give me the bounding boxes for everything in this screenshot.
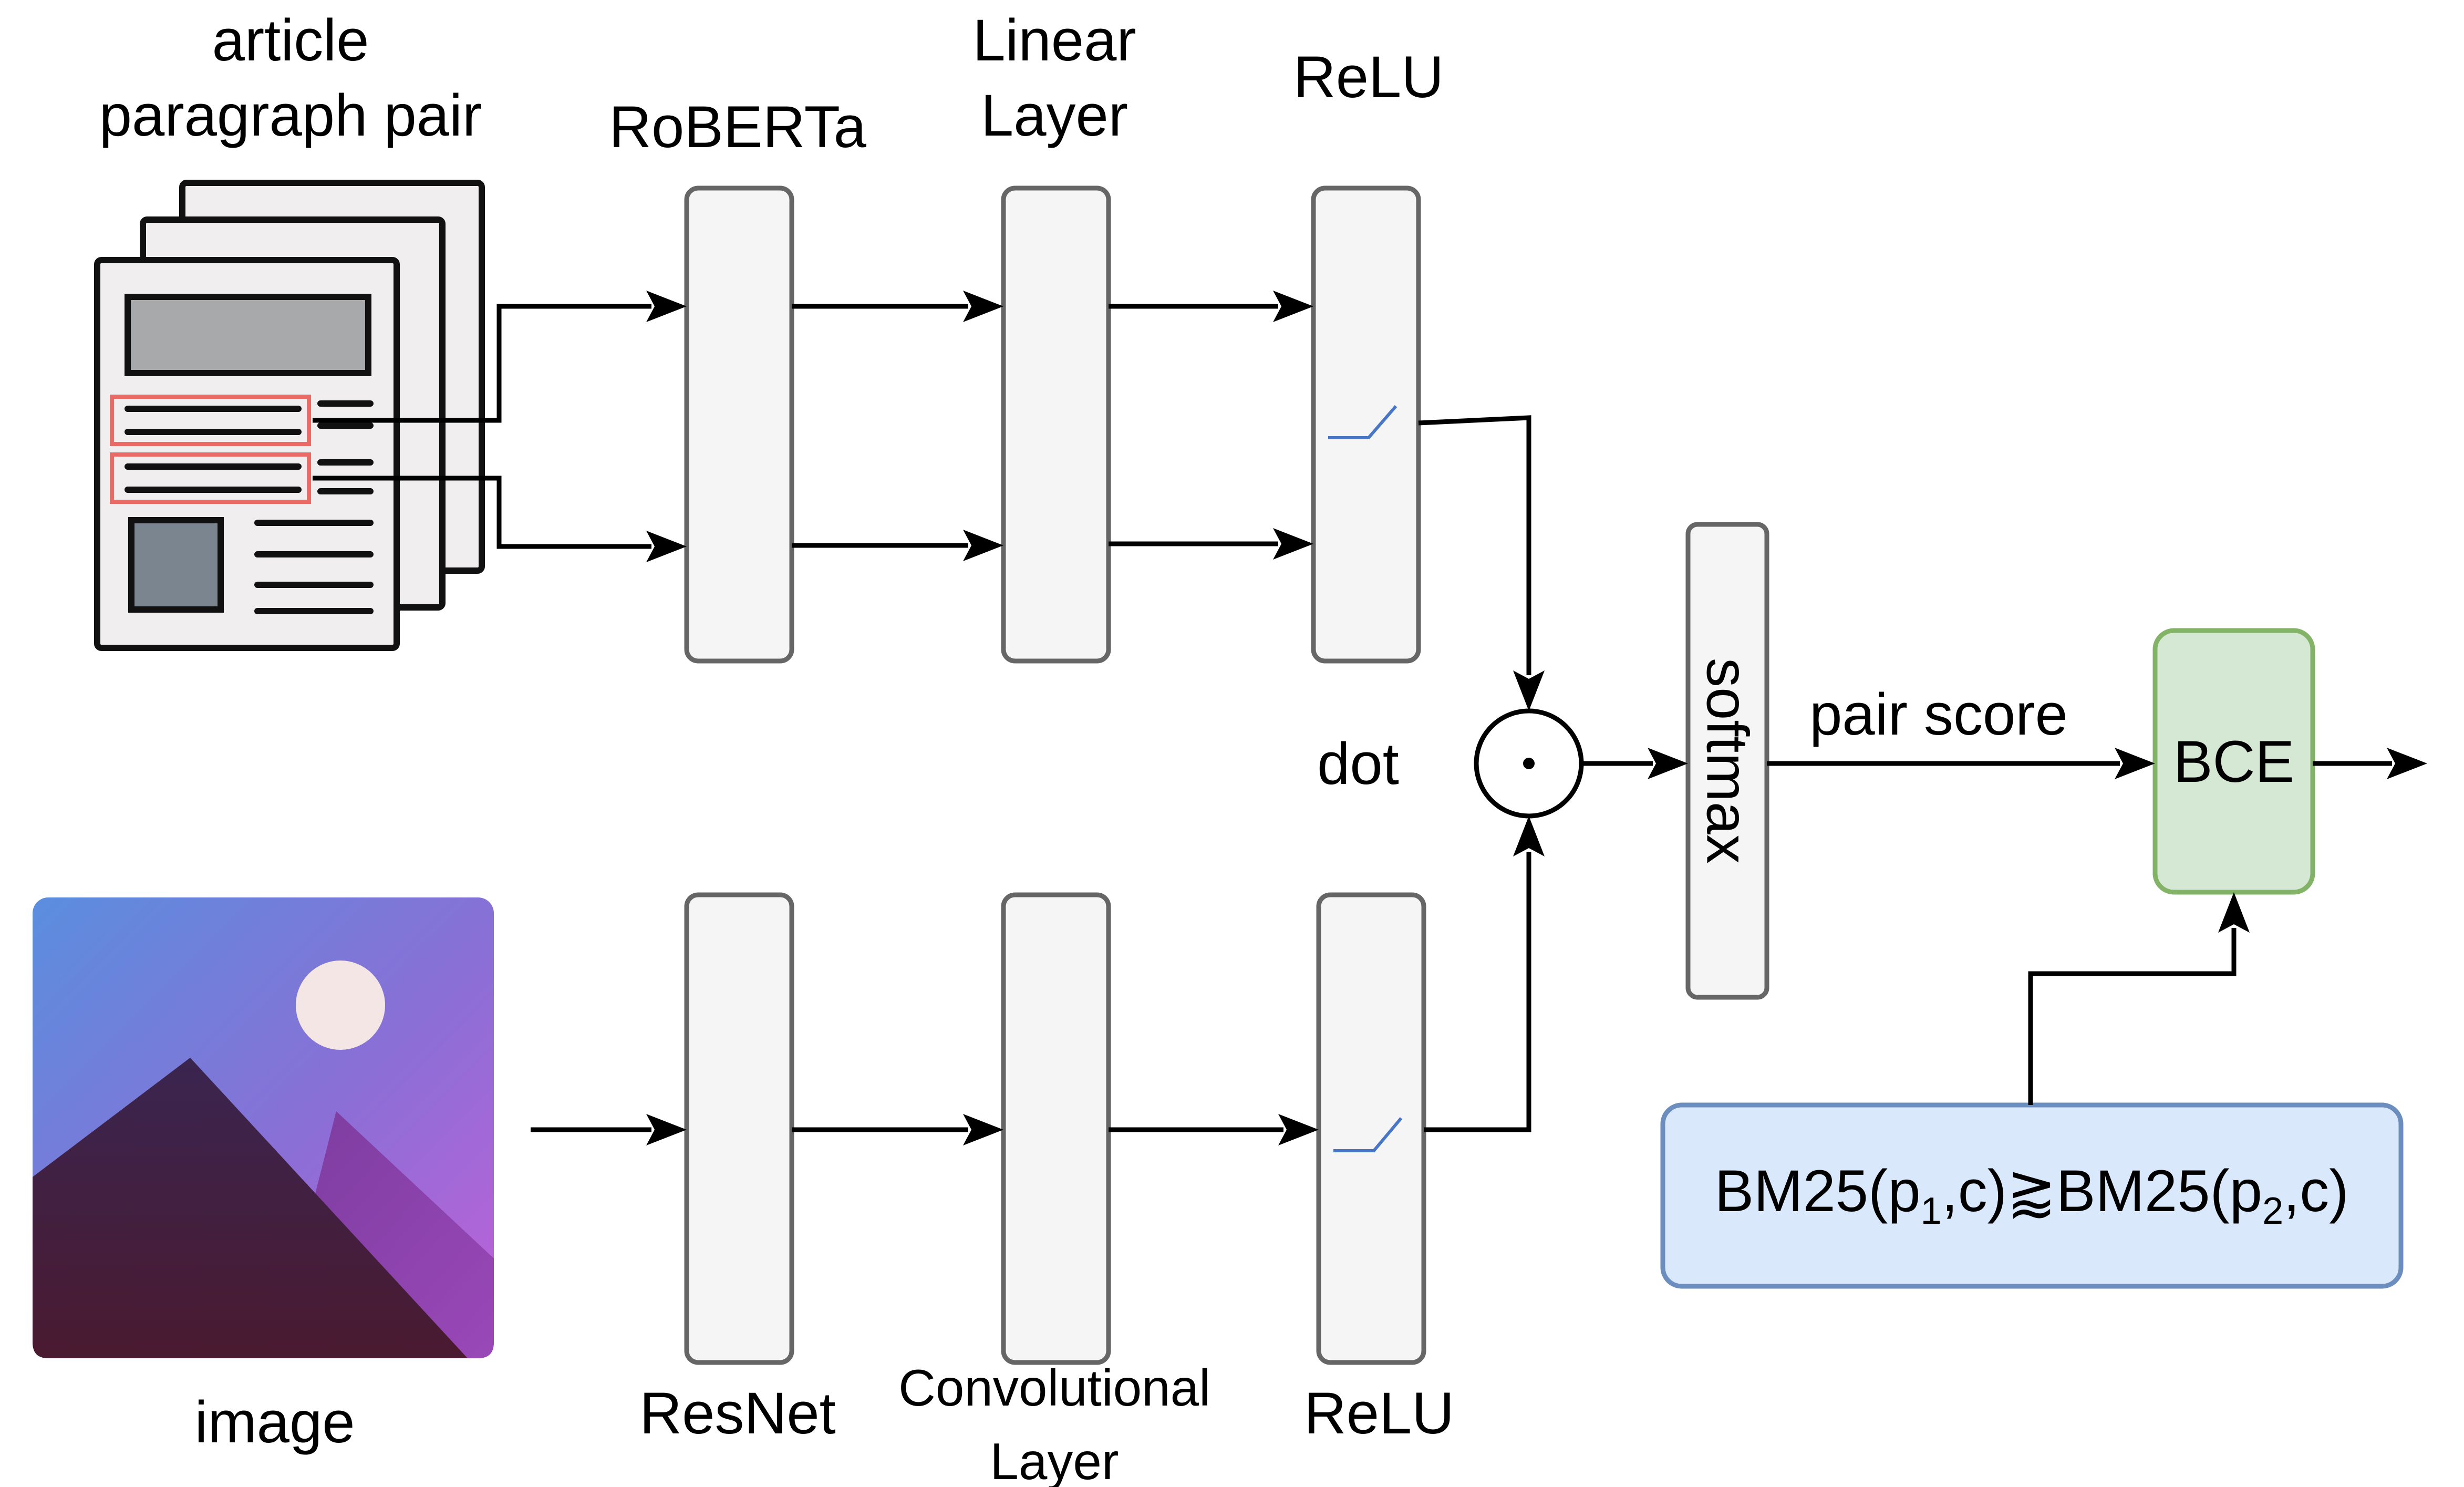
arrowheads bbox=[646, 291, 2427, 1145]
resnet-label: ResNet bbox=[639, 1380, 835, 1446]
dot-symbol-icon bbox=[1523, 758, 1535, 769]
relu-curve-icon bbox=[1333, 1117, 1403, 1152]
layer-label: Layer bbox=[981, 82, 1128, 148]
bce-label: BCE bbox=[2173, 729, 2294, 794]
softmax-block bbox=[1685, 522, 1769, 1000]
paragraph-pair-label: paragraph pair bbox=[99, 82, 482, 148]
roberta-label: RoBERTa bbox=[609, 94, 866, 160]
bm25-middle: ,c)⪆BM25(p bbox=[1942, 1158, 2262, 1224]
bm25-formula: BM25(p1,c)⪆BM25(p2,c) bbox=[1714, 1158, 2348, 1232]
resnet-block bbox=[684, 892, 794, 1365]
linear-layer-block bbox=[1001, 185, 1111, 664]
relu-block-top bbox=[1311, 185, 1421, 664]
article-label: article bbox=[212, 7, 369, 73]
conv-layer-label: Layer bbox=[990, 1432, 1119, 1487]
document-stack-icon bbox=[94, 180, 485, 651]
convolutional-label: Convolutional bbox=[898, 1359, 1210, 1417]
relu-block-bottom bbox=[1316, 892, 1426, 1365]
bm25-subscript-1: 1 bbox=[1921, 1190, 1942, 1232]
relu-label-top: ReLU bbox=[1293, 44, 1444, 110]
dot-label: dot bbox=[1317, 731, 1399, 797]
image-placeholder-icon bbox=[33, 897, 494, 1358]
relu-curve-icon bbox=[1328, 405, 1397, 439]
softmax-label: softmax bbox=[1695, 658, 1761, 864]
image-label: image bbox=[194, 1389, 355, 1455]
conv-layer-block bbox=[1001, 892, 1111, 1365]
connections bbox=[313, 304, 2392, 1132]
roberta-block bbox=[684, 185, 794, 664]
linear-label: Linear bbox=[972, 7, 1136, 73]
relu-label-bottom: ReLU bbox=[1304, 1380, 1454, 1446]
bm25-suffix: ,c) bbox=[2283, 1158, 2348, 1224]
bm25-prefix-1: BM25(p bbox=[1714, 1158, 1920, 1224]
bm25-subscript-2: 2 bbox=[2262, 1190, 2283, 1232]
pair-score-label: pair score bbox=[1809, 681, 2068, 747]
